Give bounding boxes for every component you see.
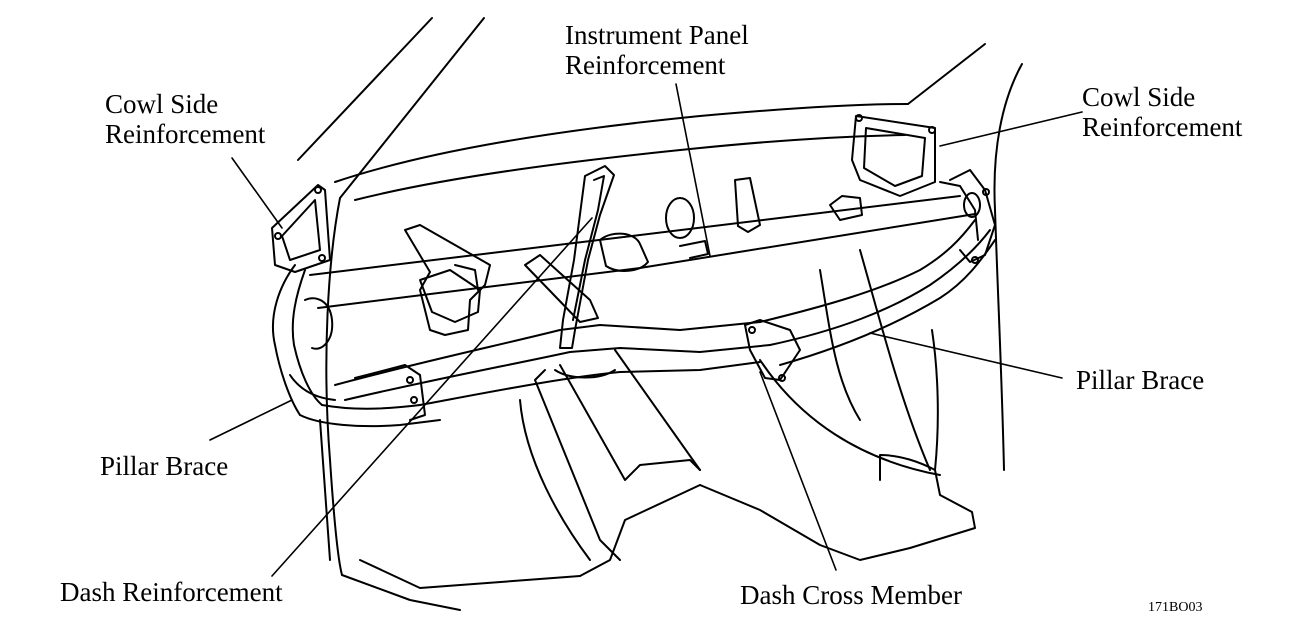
dash-cross-member [334,319,801,406]
leader-dash-reinforcement [271,217,593,577]
label-instrument-panel-reinforcement: Instrument Panel Reinforcement [565,20,749,80]
steering-column-bracket [404,224,599,336]
center-duct [734,177,761,233]
leader-dash-cross-member [759,371,837,571]
leader-pillar-brace-right [869,332,1063,379]
dash-reinforcement-brace [559,165,695,349]
instrument-panel-reinforcement-tube [309,192,981,309]
label-cowl-side-right-line1: Cowl Side [1082,82,1196,112]
label-dash-reinforcement: Dash Reinforcement [60,577,283,607]
cowl-side-reinforcement-right [851,114,936,197]
figure-code: 171BO03 [1148,600,1203,615]
floor-tunnel [519,249,941,561]
label-cowl-side-left-line2: Reinforcement [105,119,266,149]
label-instrument-panel-line2: Reinforcement [565,50,726,80]
leader-instrument-panel [675,83,711,257]
label-cowl-side-left-line1: Cowl Side [105,89,219,119]
pillar-brace-left [271,264,441,428]
label-instrument-panel-line1: Instrument Panel [565,20,749,50]
leader-cowl-side-left [231,157,283,229]
label-cowl-side-right-line2: Reinforcement [1082,112,1243,142]
leader-cowl-side-right [939,111,1083,147]
leader-pillar-brace-left [209,399,293,441]
label-cowl-side-reinforcement-right: Cowl Side Reinforcement [1082,82,1242,142]
windshield-pillar-lines [297,17,485,199]
label-cowl-side-reinforcement-left: Cowl Side Reinforcement [105,89,265,149]
leader-lines [209,83,1083,577]
label-dash-cross-member: Dash Cross Member [740,580,962,610]
pillar-brace-right [759,169,996,366]
label-pillar-brace-right: Pillar Brace [1076,365,1205,395]
dash-panel-outline [319,103,976,611]
label-pillar-brace-left: Pillar Brace [100,451,229,481]
cowl-side-reinforcement-left [271,184,331,273]
